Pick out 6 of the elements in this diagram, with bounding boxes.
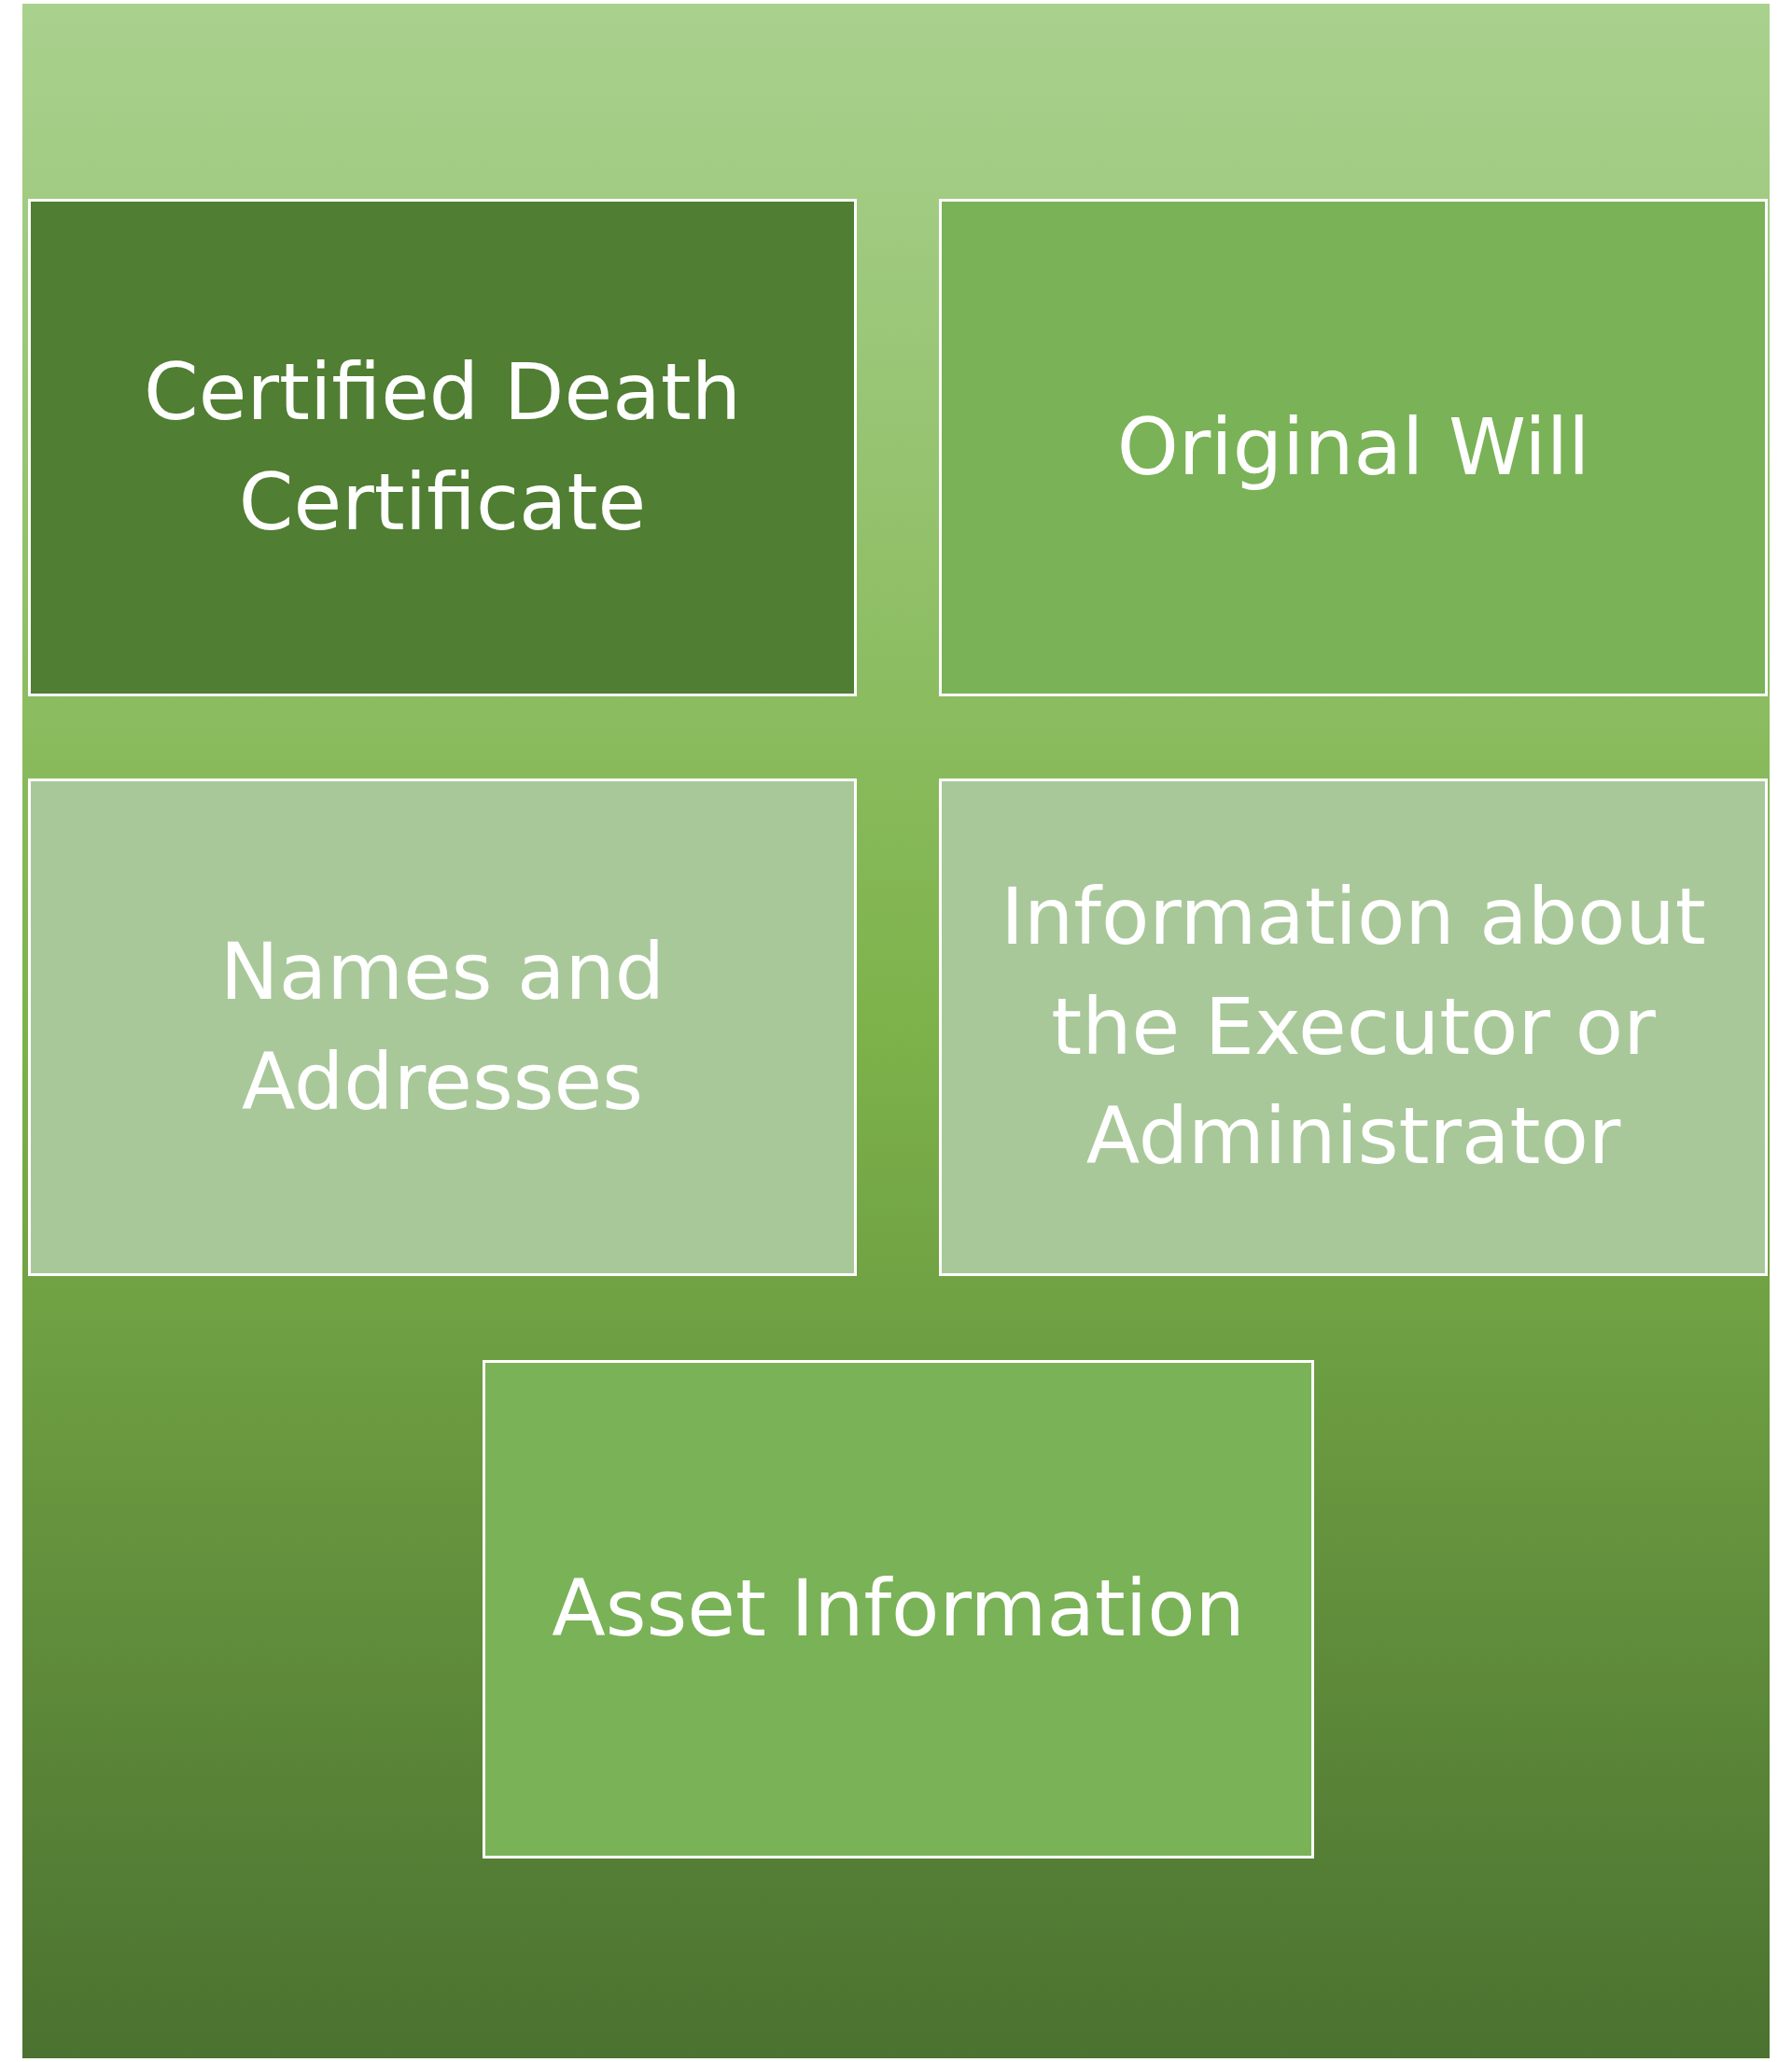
document-card: Names and Addresses xyxy=(28,779,857,1276)
document-card: Certified Death Certificate xyxy=(28,199,857,696)
document-card: Original Will xyxy=(939,199,1768,696)
document-card: Information about the Executor or Administrator xyxy=(939,779,1768,1276)
document-card: Asset Information xyxy=(483,1360,1314,1859)
panel-background xyxy=(22,4,1770,2058)
